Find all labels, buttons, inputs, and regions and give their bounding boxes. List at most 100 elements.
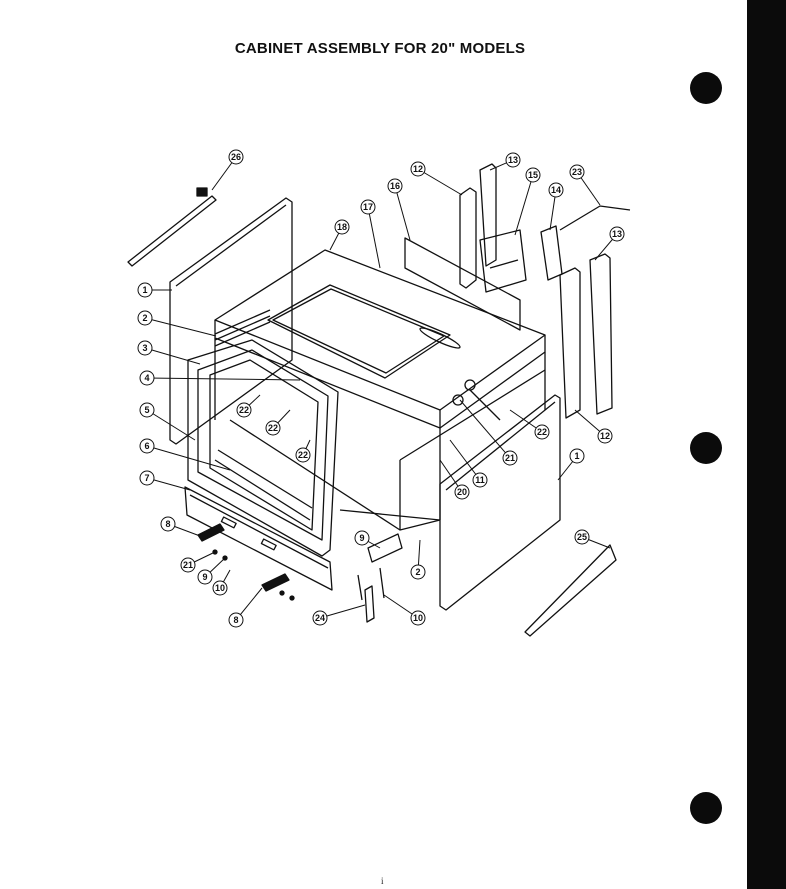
callout-number: 22 bbox=[268, 423, 278, 433]
callout-circle bbox=[569, 448, 585, 464]
callout-circle bbox=[410, 161, 426, 177]
callout-circle bbox=[574, 529, 590, 545]
callout-number: 11 bbox=[475, 475, 485, 485]
leader-line bbox=[144, 347, 201, 365]
binder-edge bbox=[747, 0, 786, 889]
callout-2: 2 bbox=[410, 539, 426, 580]
callout-circle bbox=[502, 450, 518, 466]
leader-line bbox=[394, 185, 411, 241]
top-trim-strip bbox=[127, 187, 217, 267]
callout-circle bbox=[597, 428, 613, 444]
callout-number: 12 bbox=[600, 431, 610, 441]
callout-number: 21 bbox=[505, 453, 515, 463]
callout-22: 22 bbox=[265, 409, 291, 436]
callout-22: 22 bbox=[236, 394, 261, 418]
callout-22: 22 bbox=[509, 409, 550, 440]
callout-number: 17 bbox=[363, 202, 373, 212]
callout-number: 13 bbox=[612, 229, 622, 239]
callout-number: 22 bbox=[298, 450, 308, 460]
callout-number: 5 bbox=[144, 405, 149, 415]
callout-13: 13 bbox=[489, 152, 521, 171]
callout-number: 24 bbox=[315, 613, 325, 623]
wire-harness bbox=[559, 205, 631, 231]
callout-circle bbox=[197, 569, 213, 585]
callout-circle bbox=[312, 610, 328, 626]
callout-number: 6 bbox=[144, 441, 149, 451]
broiler-rails bbox=[214, 309, 271, 347]
right-side-panel bbox=[439, 394, 561, 611]
callout-21: 21 bbox=[459, 399, 518, 466]
callout-circle bbox=[548, 182, 564, 198]
callout-circle bbox=[525, 167, 541, 183]
callout-circle bbox=[137, 340, 153, 356]
fasteners bbox=[212, 549, 385, 623]
leader-line bbox=[146, 445, 231, 471]
diagram-title: CABINET ASSEMBLY FOR 20" MODELS bbox=[234, 40, 526, 57]
callout-number: 18 bbox=[337, 222, 347, 232]
callout-2: 2 bbox=[137, 310, 217, 337]
callout-number: 8 bbox=[233, 615, 238, 625]
gas-valves bbox=[452, 379, 501, 421]
callout-circle bbox=[454, 484, 470, 500]
callout-4: 4 bbox=[139, 370, 301, 386]
callout-15: 15 bbox=[514, 167, 541, 236]
callout-circle bbox=[228, 612, 244, 628]
leader-line bbox=[459, 399, 511, 459]
leader-line bbox=[367, 206, 381, 269]
callout-17: 17 bbox=[360, 199, 381, 269]
callout-circle bbox=[139, 438, 155, 454]
leveling-legs bbox=[197, 523, 403, 592]
callout-circle bbox=[139, 402, 155, 418]
bottom-trim-strip bbox=[524, 544, 617, 637]
punch-hole-middle bbox=[690, 432, 722, 464]
callout-circle bbox=[139, 370, 155, 386]
callout-circle bbox=[137, 282, 153, 298]
leader-line bbox=[319, 604, 366, 619]
callout-number: 2 bbox=[142, 313, 147, 323]
callout-number: 8 bbox=[165, 519, 170, 529]
burner-box bbox=[479, 225, 563, 293]
leader-line bbox=[146, 409, 196, 441]
callout-circle bbox=[265, 420, 281, 436]
callout-12: 12 bbox=[574, 409, 613, 444]
punch-hole-bottom bbox=[690, 792, 722, 824]
callout-number: 14 bbox=[551, 185, 561, 195]
callout-number: 3 bbox=[142, 343, 147, 353]
leader-line bbox=[449, 439, 481, 481]
callout-circle bbox=[212, 580, 228, 596]
callout-circle bbox=[410, 610, 426, 626]
callout-circle bbox=[472, 472, 488, 488]
callout-7: 7 bbox=[139, 470, 191, 491]
callout-22: 22 bbox=[295, 439, 311, 463]
callout-13: 13 bbox=[594, 226, 625, 261]
callout-circle bbox=[180, 557, 196, 573]
leader-line bbox=[514, 174, 534, 236]
callout-circle bbox=[505, 152, 521, 168]
rear-panel bbox=[404, 237, 521, 331]
callout-number: 9 bbox=[202, 572, 207, 582]
callout-1: 1 bbox=[137, 282, 172, 298]
callout-11: 11 bbox=[449, 439, 488, 488]
callout-20: 20 bbox=[439, 459, 470, 500]
callout-16: 16 bbox=[387, 178, 411, 241]
callout-circle bbox=[569, 164, 585, 180]
callout-number: 10 bbox=[413, 613, 423, 623]
callout-23: 23 bbox=[569, 164, 601, 206]
callout-14: 14 bbox=[548, 182, 564, 231]
callout-18: 18 bbox=[329, 219, 350, 251]
callout-10: 10 bbox=[212, 569, 231, 596]
leader-line bbox=[417, 168, 463, 196]
callout-number: 26 bbox=[231, 152, 241, 162]
callout-number: 7 bbox=[144, 473, 149, 483]
callout-circle bbox=[139, 470, 155, 486]
callout-circle bbox=[236, 402, 252, 418]
oven-door-frame bbox=[187, 339, 339, 557]
callout-circle bbox=[387, 178, 403, 194]
callout-number: 13 bbox=[508, 155, 518, 165]
punch-hole-top bbox=[690, 72, 722, 104]
callout-number: 25 bbox=[577, 532, 587, 542]
callout-number: 20 bbox=[457, 487, 467, 497]
callout-circle bbox=[228, 149, 244, 165]
